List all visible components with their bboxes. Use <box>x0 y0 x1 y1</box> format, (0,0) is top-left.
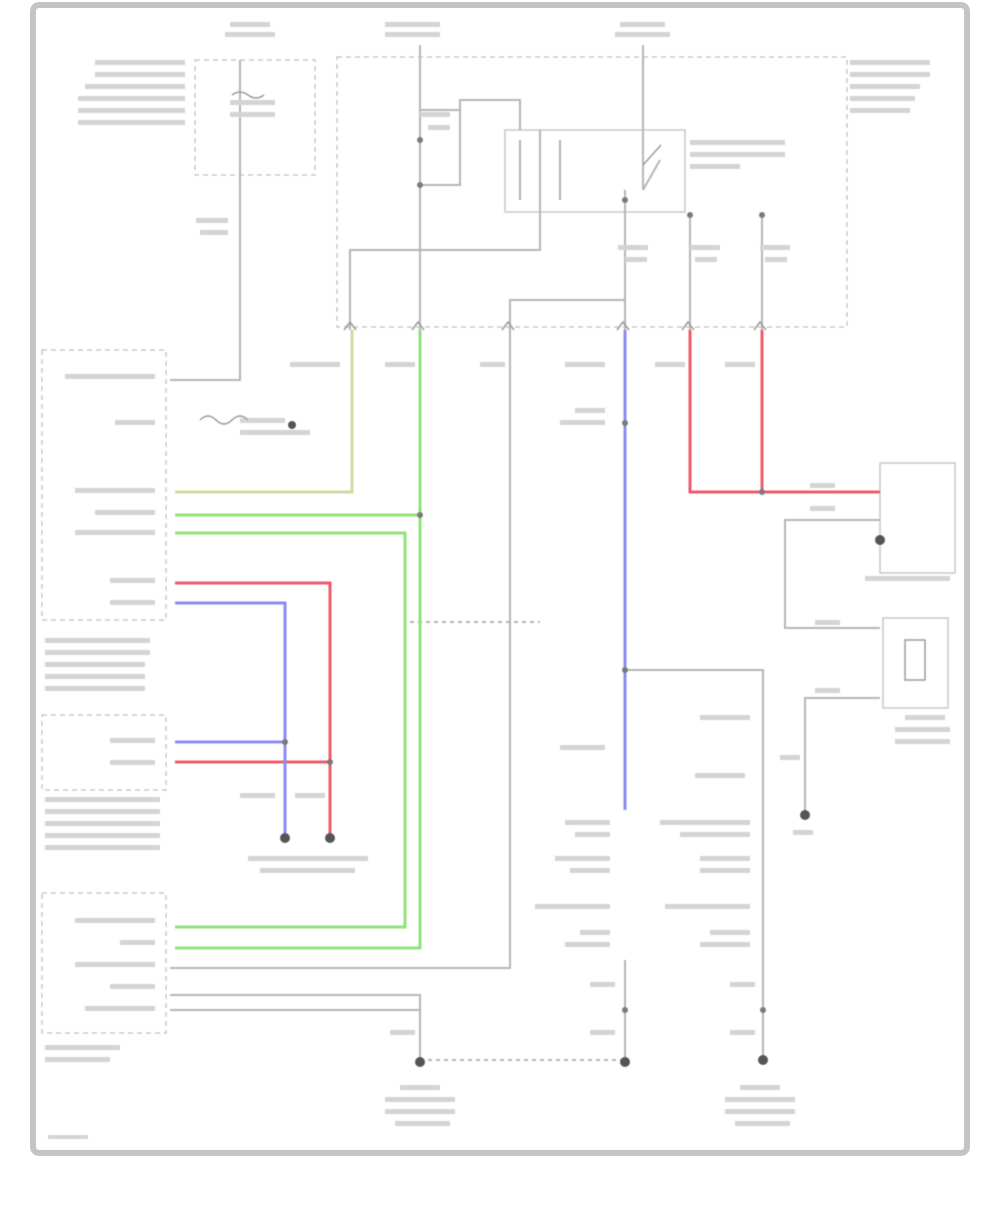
green-wires <box>175 330 422 950</box>
ground-icon <box>758 1055 768 1065</box>
ground-icon <box>280 833 290 843</box>
relay-box <box>504 129 686 213</box>
ground-icon <box>288 421 296 429</box>
junction-dots <box>282 137 766 1013</box>
component-boxes <box>41 56 848 1034</box>
fuse-box-top-left <box>194 59 316 176</box>
diagram-frame <box>30 2 970 1156</box>
control-unit-top <box>336 56 848 328</box>
left-module-2 <box>41 714 167 791</box>
ground-icon <box>325 833 335 843</box>
red-wires <box>175 330 880 838</box>
diagram-content <box>41 22 956 1139</box>
fuse-icon <box>231 91 265 99</box>
right-component-2 <box>882 617 949 709</box>
left-module-1 <box>41 349 167 621</box>
ground-icon <box>620 1057 630 1067</box>
wire-yellow <box>175 330 354 494</box>
right-component-1 <box>879 462 956 574</box>
coil-icon <box>519 140 561 200</box>
component-symbols <box>199 91 926 681</box>
ground-points <box>280 421 885 1067</box>
label-placeholders <box>45 22 950 1139</box>
lamp-icon <box>904 639 926 681</box>
left-module-3 <box>41 892 167 1034</box>
right-components <box>504 129 956 709</box>
gray-wires <box>170 45 880 1061</box>
switch-icon <box>642 144 662 166</box>
ground-icon <box>875 535 885 545</box>
ground-icon <box>800 810 810 820</box>
motor-icon <box>199 415 249 425</box>
ground-icon <box>415 1057 425 1067</box>
blue-wires <box>175 330 627 838</box>
connector-markers <box>343 320 767 331</box>
